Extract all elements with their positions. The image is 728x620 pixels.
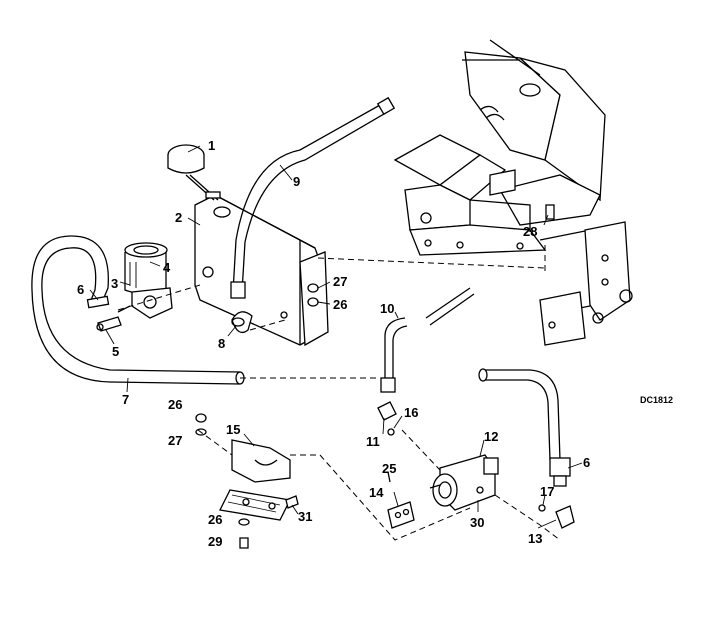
pressure-line [380, 287, 475, 393]
callout-6: 6 [77, 282, 84, 297]
callout-5: 5 [112, 344, 119, 359]
fastener-hardware [195, 283, 395, 549]
callout-15: 15 [226, 422, 240, 437]
callout-11: 11 [366, 434, 380, 449]
callout-4: 4 [163, 260, 171, 275]
callouts: 1 2 3 4 5 6 7 8 9 10 11 12 13 14 15 16 1… [77, 138, 673, 549]
suction-hose [31, 235, 245, 385]
hitch-frame [393, 39, 633, 346]
return-hose [230, 96, 396, 299]
pump-flange [387, 501, 415, 529]
callout-29: 29 [208, 534, 222, 549]
callout-27-tank: 27 [333, 274, 347, 289]
leader-lines [89, 145, 583, 529]
callout-30: 30 [470, 515, 484, 530]
callout-1: 1 [208, 138, 215, 153]
connection-lines [117, 257, 561, 541]
callout-12: 12 [484, 429, 498, 444]
callout-7: 7 [122, 392, 129, 407]
callout-8: 8 [218, 336, 225, 351]
callout-9: 9 [293, 174, 300, 189]
oil-filter [117, 242, 173, 319]
callout-27: 27 [168, 433, 182, 448]
callout-6-right: 6 [583, 455, 590, 470]
hydraulic-pump [429, 454, 499, 511]
callout-26-lower: 26 [208, 512, 222, 527]
callout-13: 13 [528, 531, 542, 546]
elbow-fittings [96, 311, 575, 529]
callout-2: 2 [175, 210, 182, 225]
callout-10: 10 [380, 301, 394, 316]
pump-hose [478, 368, 571, 487]
callout-16: 16 [404, 405, 418, 420]
drawing-code: DC1812 [640, 395, 673, 405]
callout-26: 26 [168, 397, 182, 412]
callout-17: 17 [540, 484, 554, 499]
callout-26-tank: 26 [333, 297, 347, 312]
hydraulic-tank [194, 194, 329, 347]
breather-cap [167, 144, 221, 201]
callout-3: 3 [111, 276, 118, 291]
callout-25: 25 [382, 461, 396, 476]
callout-14: 14 [369, 485, 384, 500]
mounting-bracket [219, 439, 291, 521]
callout-31: 31 [298, 509, 312, 524]
callout-28: 28 [523, 224, 537, 239]
